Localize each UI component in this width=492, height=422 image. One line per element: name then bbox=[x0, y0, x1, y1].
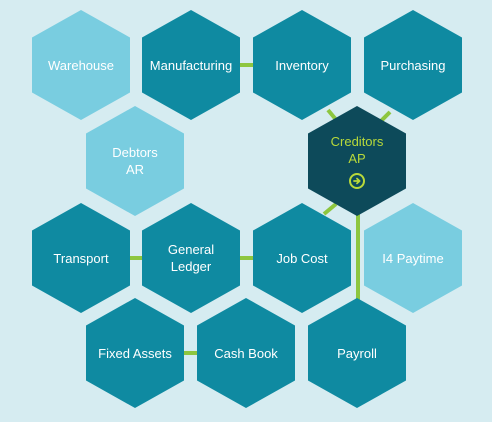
module-warehouse[interactable]: Warehouse bbox=[32, 10, 130, 120]
module-payroll[interactable]: Payroll bbox=[308, 298, 406, 408]
module-cash-book-label: Cash Book bbox=[214, 345, 278, 361]
module-inventory-label: Inventory bbox=[275, 57, 329, 73]
arrow-right-circle-icon[interactable] bbox=[349, 173, 365, 189]
module-inventory[interactable]: Inventory bbox=[253, 10, 351, 120]
module-general-ledger-label: General Ledger bbox=[167, 242, 215, 274]
module-creditors-ap-label: Creditors AP bbox=[330, 134, 384, 166]
module-purchasing-label: Purchasing bbox=[380, 57, 446, 73]
module-job-cost-label: Job Cost bbox=[276, 250, 328, 266]
link-creditors-jobcost bbox=[322, 202, 338, 216]
module-warehouse-label: Warehouse bbox=[48, 57, 114, 73]
module-fixed-assets[interactable]: Fixed Assets bbox=[86, 298, 184, 408]
module-transport-label: Transport bbox=[53, 250, 109, 266]
module-job-cost[interactable]: Job Cost bbox=[253, 203, 351, 313]
module-debtors-ar-label: Debtors AR bbox=[112, 145, 158, 177]
module-i4-paytime-label: I4 Paytime bbox=[382, 250, 444, 266]
module-creditors-ap[interactable]: Creditors AP bbox=[308, 106, 406, 216]
module-fixed-assets-label: Fixed Assets bbox=[98, 345, 172, 361]
module-payroll-label: Payroll bbox=[337, 345, 377, 361]
module-purchasing[interactable]: Purchasing bbox=[364, 10, 462, 120]
module-cash-book[interactable]: Cash Book bbox=[197, 298, 295, 408]
module-manufacturing-label: Manufacturing bbox=[149, 57, 233, 73]
module-i4-paytime[interactable]: I4 Paytime bbox=[364, 203, 462, 313]
